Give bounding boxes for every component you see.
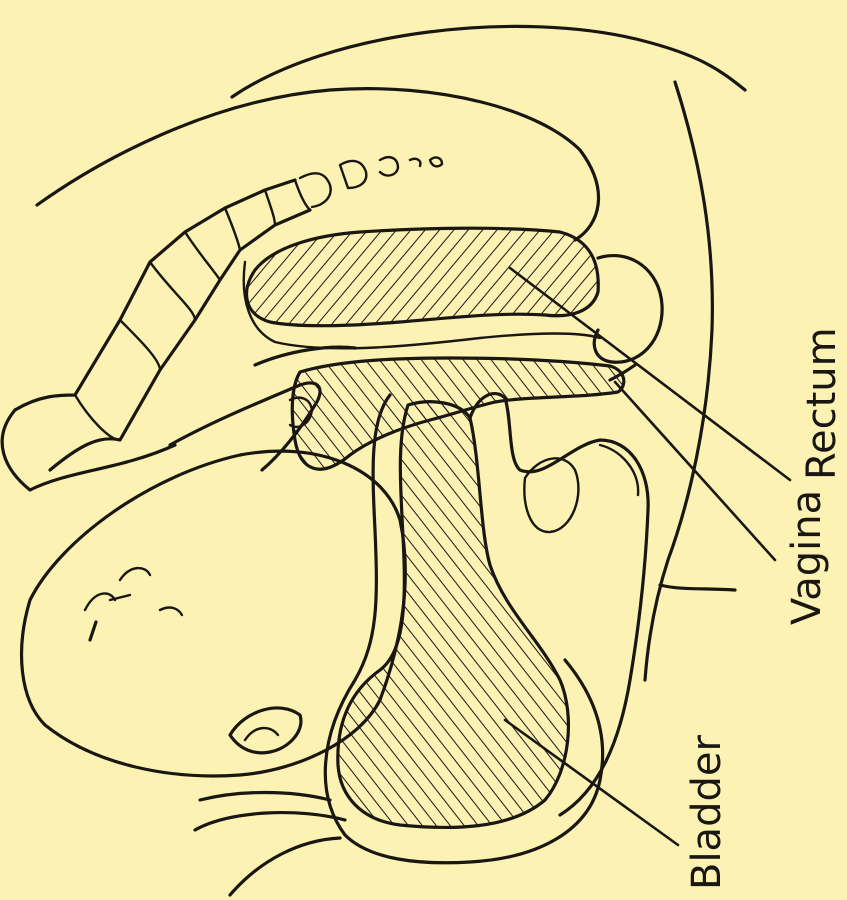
perineum-line bbox=[660, 585, 735, 590]
pubic-line-2 bbox=[195, 813, 345, 830]
outer-contour-upper bbox=[37, 89, 599, 240]
rectum-label: Rectum bbox=[799, 327, 845, 480]
lower-skin-line bbox=[2, 410, 175, 490]
bladder-label: Bladder bbox=[684, 735, 730, 890]
anal-mass bbox=[594, 256, 662, 363]
pubic-line bbox=[200, 793, 330, 801]
pubic-line-3 bbox=[230, 838, 340, 895]
outer-contour-top bbox=[232, 26, 745, 97]
vagina-label: Vagina bbox=[784, 490, 830, 625]
rectum-shape bbox=[247, 228, 599, 326]
fetal-ear bbox=[230, 708, 301, 753]
uterus-inner bbox=[524, 458, 578, 532]
uterus-fold bbox=[600, 445, 638, 495]
